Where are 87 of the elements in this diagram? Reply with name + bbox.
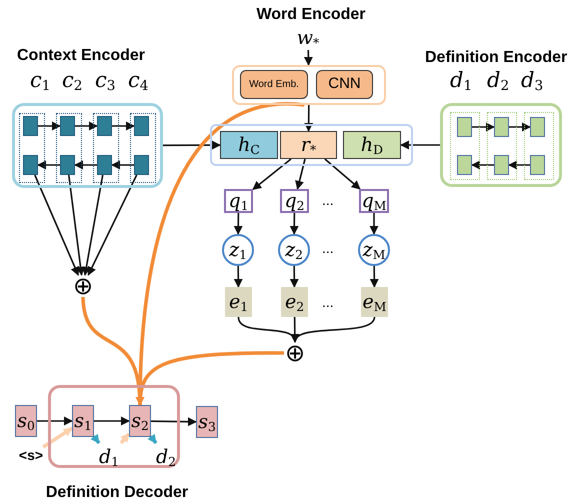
representation-panel [210, 124, 413, 166]
query-box: q$_{M}$ [359, 189, 389, 213]
arrow [38, 122, 61, 130]
module-box: CNN [316, 70, 373, 99]
arrow [42, 426, 73, 448]
sum-symbol: ⊕ [284, 342, 306, 364]
arrow [120, 432, 130, 444]
rnn-cell [60, 155, 75, 175]
arrow [508, 160, 530, 170]
query-box: q$_{1}$ [224, 189, 253, 213]
arrow [82, 174, 104, 276]
query-box: q$_{2}$ [280, 189, 309, 213]
embedding-box: e$_{M}$ [361, 287, 388, 317]
ellipsis: ... [322, 239, 334, 258]
arrow [370, 266, 379, 288]
state-box: s$_{1}$ [72, 405, 94, 437]
module-box: Word Emb. [240, 70, 308, 99]
arrow [112, 122, 135, 130]
state-box: s$_{0}$ [15, 405, 37, 437]
state-box: s$_{3}$ [196, 406, 218, 438]
rnn-cell [457, 155, 472, 175]
arrow [472, 122, 495, 132]
arrow [290, 266, 299, 288]
heading: Word Encoder [255, 5, 367, 25]
vector-box: r$_{*}$ [280, 131, 337, 159]
arrow [136, 351, 284, 406]
input-symbol: d$_{3}$ [521, 70, 544, 91]
heading: Definition Decoder [44, 483, 190, 503]
arrow [94, 416, 130, 426]
rnn-cell [97, 155, 112, 175]
arrow [150, 417, 197, 426]
arrow [294, 316, 376, 343]
start-token: <s> [16, 447, 46, 463]
arrow [111, 160, 134, 170]
math-symbol: d$_{2}$ [154, 443, 178, 471]
arrow [324, 158, 361, 190]
arrow [509, 122, 531, 132]
rnn-cell [60, 116, 75, 136]
arrow [148, 434, 158, 444]
heading: Definition Encoder [425, 48, 568, 68]
arrow [74, 160, 97, 170]
input-symbol: c$_{2}$ [62, 70, 82, 91]
arrow [252, 158, 292, 190]
arrow [75, 122, 98, 130]
embedding-box: e$_{1}$ [225, 287, 252, 317]
arrow [304, 50, 313, 66]
ellipsis: ... [322, 293, 334, 312]
arrow [304, 105, 314, 132]
rnn-cell [134, 155, 149, 175]
arrow [234, 266, 243, 288]
input-symbol: c$_{1}$ [30, 70, 50, 91]
arrow [234, 213, 243, 235]
rnn-cell [23, 116, 38, 136]
arrow [37, 160, 60, 170]
arrow [290, 213, 299, 235]
arrow [68, 174, 86, 276]
input-symbol: d$_{2}$ [487, 70, 510, 91]
arrow [90, 434, 100, 444]
arrow [295, 158, 306, 190]
rnn-cell [457, 117, 472, 137]
rnn-cell [530, 155, 545, 175]
arrow [37, 416, 73, 426]
state-box: s$_{2}$ [129, 405, 151, 437]
rnn-cell [23, 155, 38, 175]
arrow [471, 160, 494, 170]
rnn-cell [530, 117, 545, 137]
math-symbol: w$_{*}$ [292, 26, 324, 50]
vector-box: h$_{D}$ [343, 131, 401, 159]
arrow [163, 140, 221, 150]
vector-box: h$_{C}$ [220, 131, 278, 159]
ellipsis: ... [322, 191, 334, 210]
input-symbol: c$_{4}$ [128, 70, 148, 91]
sum-symbol: ⊕ [72, 275, 94, 297]
rnn-cell [494, 117, 509, 137]
input-symbol: d$_{1}$ [450, 70, 472, 91]
rnn-cell [494, 155, 509, 175]
embedding-box: e$_{2}$ [281, 287, 308, 317]
rnn-cell [97, 116, 112, 136]
heading: Context Encoder [17, 46, 146, 66]
arrow [370, 213, 378, 235]
rnn-cell [134, 116, 149, 136]
arrow [34, 174, 80, 276]
arrow [400, 140, 440, 150]
math-symbol: d$_{1}$ [97, 443, 121, 471]
input-symbol: c$_{3}$ [95, 70, 116, 91]
arrow [88, 174, 138, 276]
arrow [136, 102, 304, 406]
